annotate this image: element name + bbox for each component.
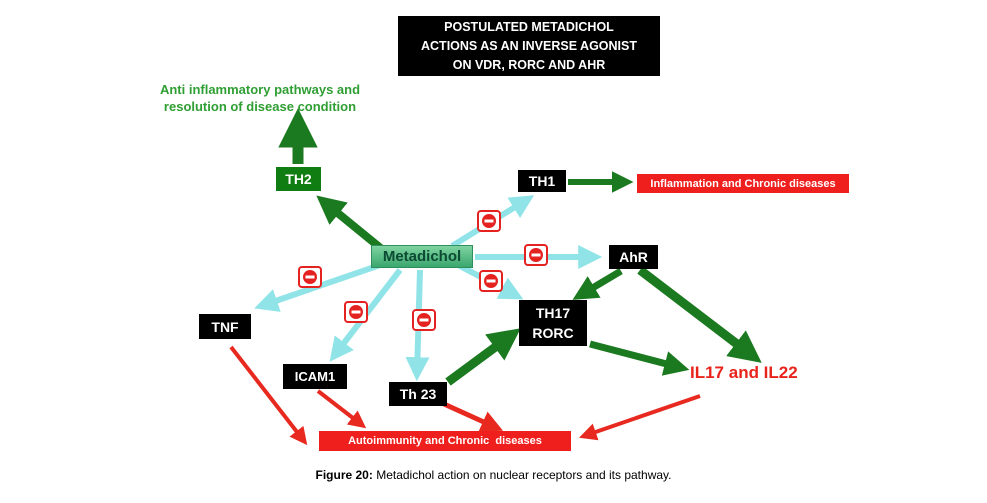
diagram-title-box: POSTULATED METADICHOL ACTIONS AS AN INVE… xyxy=(398,16,660,76)
node-inflammation: Inflammation and Chronic diseases xyxy=(637,174,849,193)
node-tnf: TNF xyxy=(199,314,251,339)
prohibition-icon xyxy=(412,309,436,331)
arrow-th23-th17 xyxy=(445,328,521,386)
anti-inflammatory-label: Anti inflammatory pathways and resolutio… xyxy=(159,82,361,114)
figure-caption-label: Figure 20: xyxy=(315,468,373,482)
prohibition-icon xyxy=(344,301,368,323)
arrow-il17-autoimmunity xyxy=(579,394,701,441)
arrow-th17-il17 xyxy=(589,340,690,376)
arrow-tnf-autoimmunity xyxy=(229,345,308,446)
prohibition-icon xyxy=(479,270,503,292)
node-th2: TH2 xyxy=(276,167,321,191)
arrow-metadichol-tnf xyxy=(254,260,387,312)
node-th1: TH1 xyxy=(518,170,566,192)
prohibition-icon xyxy=(524,244,548,266)
figure-caption-text: Metadichol action on nuclear receptors a… xyxy=(372,468,672,482)
node-autoimmunity: Autoimmunity and Chronic diseases xyxy=(319,431,571,451)
arrow-metadichol-th2 xyxy=(316,195,386,254)
il17-il22-label: IL17 and IL22 xyxy=(690,363,798,382)
node-ahr: AhR xyxy=(609,245,658,269)
node-metadichol: Metadichol xyxy=(371,245,473,268)
figure-caption: Figure 20: Metadichol action on nuclear … xyxy=(0,468,987,482)
prohibition-icon xyxy=(477,210,501,232)
node-icam1: ICAM1 xyxy=(283,364,347,389)
arrow-ahr-il17 xyxy=(637,266,762,363)
node-th17-rorc: TH17 RORC xyxy=(519,300,587,346)
arrow-ahr-th17 xyxy=(572,267,623,300)
arrow-icam1-autoimmunity xyxy=(316,389,367,429)
prohibition-icon xyxy=(298,266,322,288)
arrow-th23-autoimmunity xyxy=(442,401,504,432)
node-th23: Th 23 xyxy=(389,382,447,406)
